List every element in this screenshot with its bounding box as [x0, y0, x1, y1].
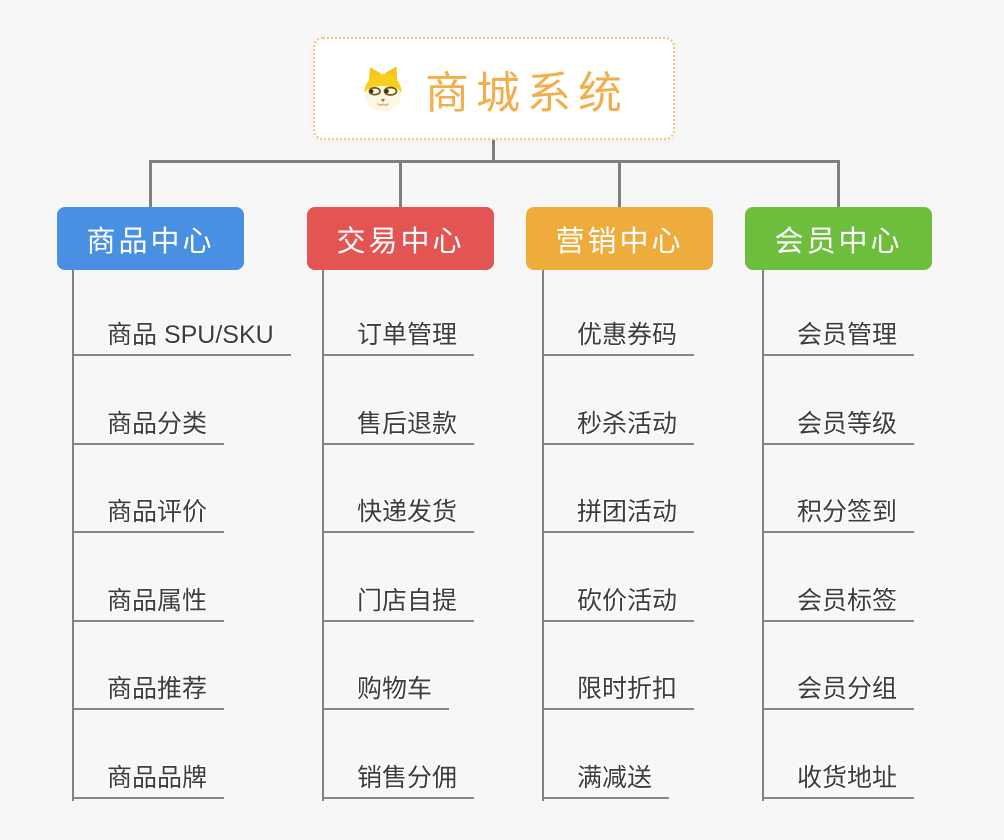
child-topic[interactable]: 订单管理 — [323, 317, 475, 356]
branch-trunk-line — [72, 270, 74, 801]
connector-branch-drop — [618, 160, 621, 209]
child-topic[interactable]: 会员分组 — [763, 671, 915, 710]
connector-horizontal-bar — [149, 160, 840, 163]
child-topic[interactable]: 商品品牌 — [73, 760, 225, 799]
child-topic[interactable]: 售后退款 — [323, 406, 475, 445]
child-topic[interactable]: 门店自提 — [323, 583, 475, 622]
branch-label: 营销中心 — [555, 225, 684, 258]
child-topic[interactable]: 商品推荐 — [73, 671, 225, 710]
root-node[interactable]: 商城系统 — [313, 37, 675, 140]
child-topic[interactable]: 销售分佣 — [323, 760, 475, 799]
child-topic[interactable]: 商品评价 — [73, 494, 225, 533]
branch-product-center[interactable]: 商品中心 — [57, 207, 244, 270]
branch-marketing-center[interactable]: 营销中心 — [526, 207, 713, 270]
child-topic[interactable]: 会员管理 — [763, 317, 915, 356]
dog-face-icon — [364, 66, 402, 111]
connector-branch-drop — [149, 160, 152, 209]
connector-root-drop — [492, 140, 495, 163]
branch-label: 会员中心 — [774, 225, 903, 258]
child-topic[interactable]: 限时折扣 — [543, 671, 695, 710]
branch-trade-center[interactable]: 交易中心 — [307, 207, 494, 270]
child-topic[interactable]: 拼团活动 — [543, 494, 695, 533]
branch-member-center[interactable]: 会员中心 — [745, 207, 932, 270]
child-topic[interactable]: 会员等级 — [763, 406, 915, 445]
child-topic[interactable]: 购物车 — [323, 671, 450, 710]
child-topic[interactable]: 快递发货 — [323, 494, 475, 533]
child-topic[interactable]: 优惠券码 — [543, 317, 695, 356]
child-topic[interactable]: 商品属性 — [73, 583, 225, 622]
root-label: 商城系统 — [425, 68, 629, 118]
child-topic[interactable]: 商品 SPU/SKU — [73, 317, 291, 356]
child-topic[interactable]: 积分签到 — [763, 494, 915, 533]
branch-label: 交易中心 — [336, 225, 465, 258]
branch-trunk-line — [322, 270, 324, 801]
connector-branch-drop — [837, 160, 840, 209]
child-topic[interactable]: 满减送 — [543, 760, 670, 799]
connector-branch-drop — [399, 160, 402, 209]
branch-trunk-line — [542, 270, 544, 801]
child-topic[interactable]: 秒杀活动 — [543, 406, 695, 445]
child-topic[interactable]: 砍价活动 — [543, 583, 695, 622]
branch-label: 商品中心 — [86, 225, 215, 258]
child-topic[interactable]: 会员标签 — [763, 583, 915, 622]
child-topic[interactable]: 商品分类 — [73, 406, 225, 445]
child-topic[interactable]: 收货地址 — [763, 760, 915, 799]
branch-trunk-line — [762, 270, 764, 801]
